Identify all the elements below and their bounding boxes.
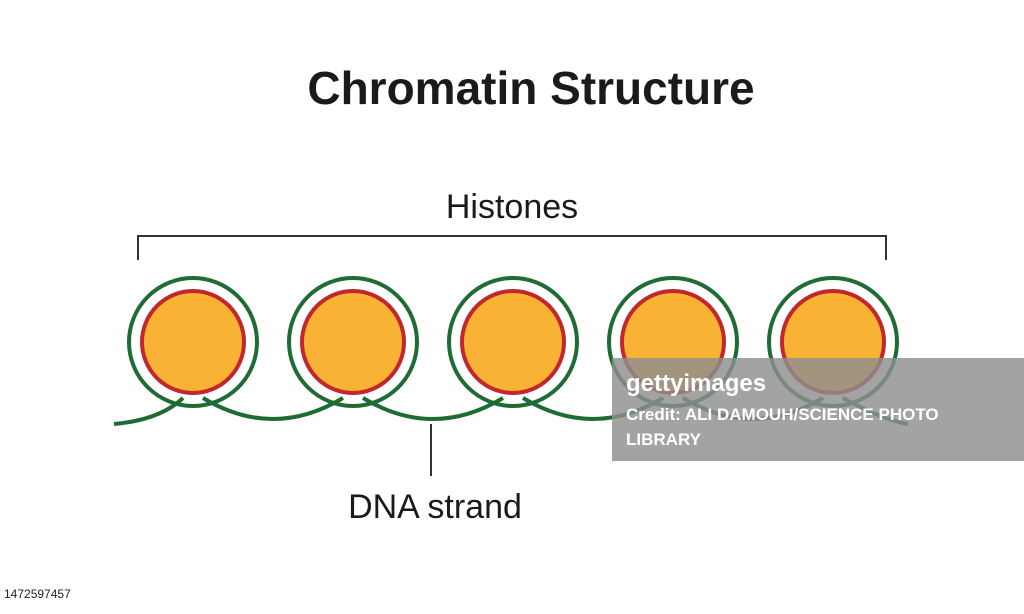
dna-strand-label: DNA strand — [348, 488, 522, 526]
histones-bracket — [137, 235, 887, 260]
watermark-panel — [612, 358, 1024, 461]
histone-core — [300, 289, 406, 395]
watermark-credit-line-2: LIBRARY — [626, 430, 702, 449]
image-id: 1472597457 — [4, 587, 71, 601]
watermark-brand-logo: gettyimages — [626, 370, 766, 397]
diagram-title: Chromatin Structure — [307, 62, 754, 114]
histone-core — [460, 289, 566, 395]
dna-strand — [113, 396, 909, 426]
histones-label: Histones — [446, 188, 578, 226]
dna-loop — [127, 276, 259, 408]
watermark-credit-line-1: Credit: ALI DAMOUH/SCIENCE PHOTO — [626, 405, 939, 424]
dna-loop — [287, 276, 419, 408]
histone-core — [140, 289, 246, 395]
dna-loop — [447, 276, 579, 408]
watermark: gettyimages Credit: ALI DAMOUH/SCIENCE P… — [612, 358, 1024, 461]
